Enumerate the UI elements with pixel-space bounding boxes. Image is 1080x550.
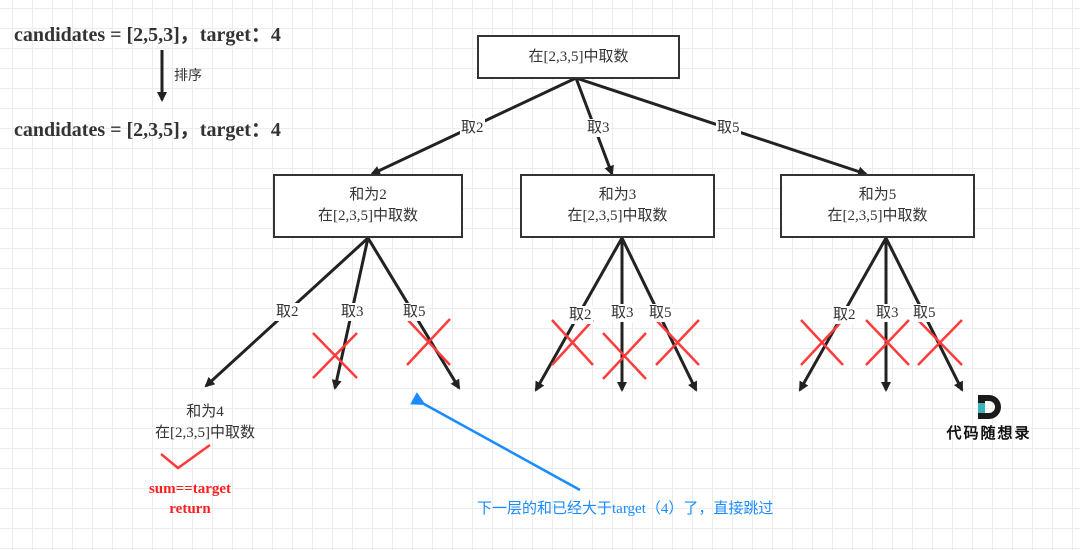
prune-x-icon — [312, 332, 358, 379]
prune-x-icon — [917, 319, 963, 366]
original-candidates-text: candidates = [2,5,3]，target：4 — [14, 24, 281, 46]
edge-label-take3: 取3 — [610, 304, 635, 322]
leaf-node-sum-4: 和为4 在[2,3,5]中取数 — [135, 402, 275, 444]
edge-label-take5: 取5 — [716, 119, 741, 137]
node-text: 在[2,3,5]中取数 — [827, 208, 928, 224]
node-sum-label: 和为4 — [186, 404, 224, 420]
node-text: 在[2,3,5]中取数 — [318, 208, 418, 224]
prune-x-icon — [406, 318, 451, 366]
annotation-arrow — [410, 392, 581, 492]
edge-label-take2: 取2 — [832, 306, 857, 324]
edge-label-take5: 取5 — [912, 304, 937, 322]
edge-label-take3: 取3 — [340, 303, 365, 321]
annotation-text: 下一层的和已经大于target（4）了，直接跳过 — [477, 501, 774, 517]
edge-label-take2: 取2 — [568, 306, 593, 324]
logo-text: 代码随想录 — [946, 424, 1032, 442]
node-sum-2: 和为2 在[2,3,5]中取数 — [273, 174, 463, 238]
result-text: sum==target return — [120, 479, 260, 519]
node-sum-label: 和为2 — [349, 187, 387, 203]
sorted-candidates-text: candidates = [2,3,5]，target：4 — [14, 119, 281, 141]
node-sum-label: 和为3 — [598, 187, 637, 203]
prune-x-icon — [800, 319, 844, 366]
logo-d-icon — [976, 394, 1002, 420]
node-sum-5: 和为5 在[2,3,5]中取数 — [780, 174, 975, 238]
result-line-1: sum==target — [148, 481, 232, 497]
root-node-text: 在[2,3,5]中取数 — [528, 48, 629, 65]
node-text: 在[2,3,5]中取数 — [567, 208, 668, 224]
prune-x-icon — [655, 319, 700, 366]
prune-x-icon — [551, 319, 594, 366]
edge-label-take3: 取3 — [875, 304, 900, 322]
root-node: 在[2,3,5]中取数 — [477, 35, 680, 79]
edge-label-take2: 取2 — [275, 303, 300, 321]
prune-x-icon — [865, 319, 910, 366]
sort-label: 排序 — [174, 69, 202, 84]
node-sum-label: 和为5 — [858, 187, 897, 203]
edge-label-take5: 取5 — [648, 304, 673, 322]
logo: 代码随想录 — [934, 394, 1044, 443]
node-text: 在[2,3,5]中取数 — [155, 425, 255, 441]
edge-label-take2: 取2 — [460, 119, 485, 137]
check-icon — [160, 443, 211, 470]
edge-label-take5: 取5 — [402, 303, 427, 321]
result-line-2: return — [169, 501, 211, 517]
edge-label-take3: 取3 — [586, 119, 611, 137]
prune-x-icon — [602, 332, 647, 380]
node-sum-3: 和为3 在[2,3,5]中取数 — [520, 174, 715, 238]
